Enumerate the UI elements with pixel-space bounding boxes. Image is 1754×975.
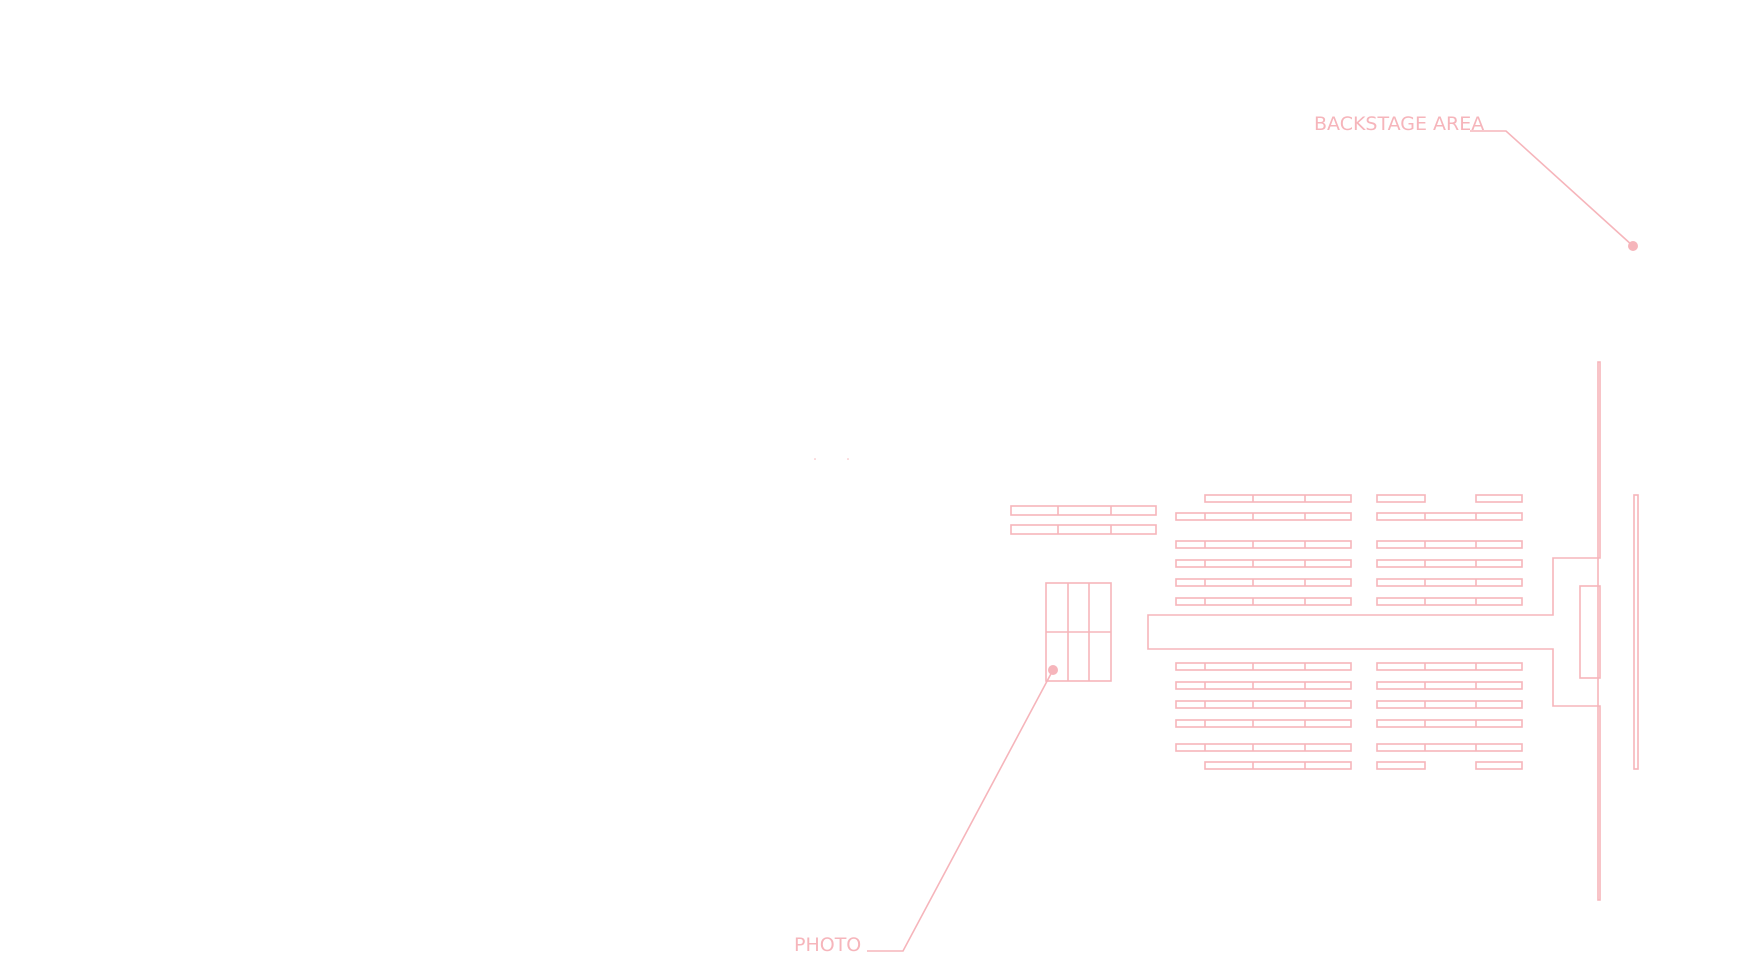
stage-riser: [1579, 585, 1601, 679]
seating-rows: [1175, 494, 1523, 770]
seat-row: [1376, 559, 1523, 568]
seat-row: [1175, 578, 1352, 587]
seat-row: [1376, 540, 1523, 549]
photo-booth: [1045, 582, 1112, 682]
seat-row: [1175, 512, 1352, 521]
seat-row: [1175, 681, 1352, 690]
seat-row: [1376, 578, 1523, 587]
left-seating-block: [1010, 505, 1157, 535]
seat-row: [1376, 494, 1426, 503]
seat-row: [1175, 540, 1352, 549]
backstage-marker: [1628, 241, 1638, 251]
backstage-wall: [1633, 494, 1639, 770]
seat-row: [1376, 719, 1523, 728]
seat-row: [1175, 597, 1352, 606]
speck: [847, 458, 849, 460]
seat-row: [1204, 494, 1352, 503]
seat-row: [1376, 662, 1523, 671]
seat-row: [1475, 494, 1523, 503]
seat-row: [1475, 761, 1523, 770]
speck: [814, 458, 816, 460]
seat-row: [1376, 743, 1523, 752]
photo-label: PHOTO: [794, 934, 861, 956]
photo-leader: [867, 665, 1058, 952]
seat-row: [1175, 743, 1352, 752]
seat-row: [1175, 662, 1352, 671]
seat-row: [1175, 559, 1352, 568]
seat-row: [1376, 681, 1523, 690]
seat-row: [1175, 700, 1352, 709]
backstage-leader: [1470, 130, 1638, 251]
seat-row: [1376, 761, 1426, 770]
backstage-area-label: BACKSTAGE AREA: [1314, 113, 1484, 135]
seat-row: [1376, 512, 1523, 521]
seat-row: [1175, 719, 1352, 728]
seat-row: [1376, 597, 1523, 606]
runway-stage: [1147, 361, 1639, 901]
seat-row: [1376, 700, 1523, 709]
seat-row: [1204, 761, 1352, 770]
photo-marker: [1048, 665, 1058, 675]
